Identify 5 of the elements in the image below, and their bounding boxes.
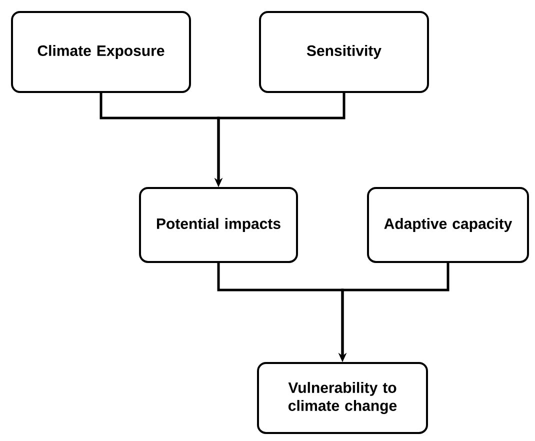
process-box: Climate Exposure — [11, 11, 191, 93]
process-box: Adaptive capacity — [367, 187, 529, 263]
process-box: Sensitivity — [259, 11, 429, 93]
process-box: Potential impacts — [139, 187, 298, 263]
process-box: Vulnerability to climate change — [257, 362, 428, 434]
